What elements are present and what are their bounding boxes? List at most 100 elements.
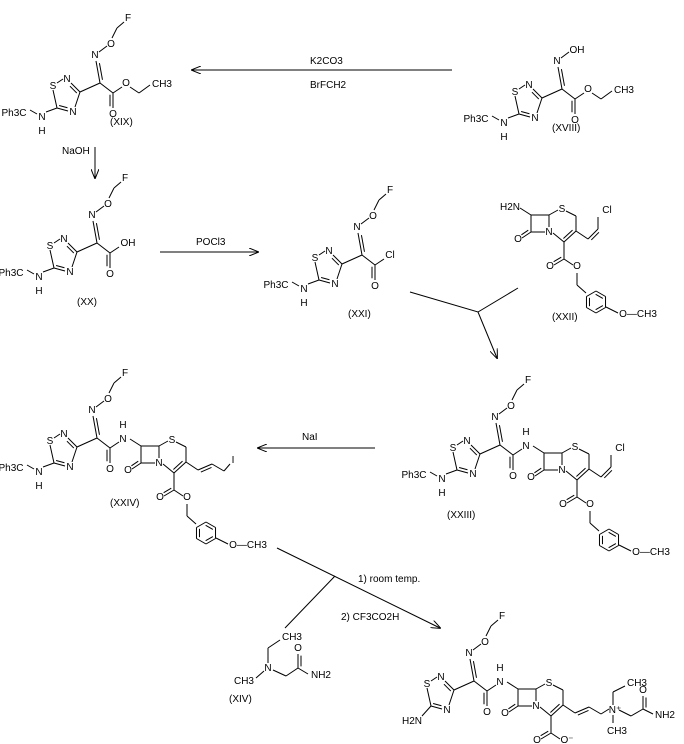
- bond: [96, 242, 111, 254]
- bond: [429, 471, 438, 477]
- reagent-nai: NaI: [302, 432, 318, 443]
- atom-label-h: H: [300, 298, 307, 309]
- double-bond: [595, 293, 604, 299]
- atom-label-n: N: [66, 462, 73, 473]
- atom-label-o: O: [573, 261, 581, 272]
- double-bond: [553, 256, 562, 263]
- bond: [285, 667, 299, 677]
- double-bond: [320, 276, 330, 281]
- bond: [42, 462, 55, 468]
- bond: [552, 232, 565, 243]
- bond: [53, 267, 66, 272]
- bond: [469, 658, 475, 682]
- bond: [600, 708, 610, 715]
- double-bond: [534, 467, 542, 474]
- arrow-coupling-merge: [409, 287, 519, 313]
- atom-label-ominus: O⁻: [560, 735, 573, 744]
- arrow-xxiv-to-product: [276, 547, 440, 628]
- labels: K2CO3 BrFCH2 NaOH POCl3 NaI 1) room temp…: [62, 56, 580, 705]
- atom-label-ph3c: Ph3C: [0, 268, 24, 279]
- bond: [421, 705, 432, 717]
- bond: [129, 438, 142, 447]
- atom-label-o: O: [106, 269, 114, 280]
- double-bond: [69, 85, 78, 94]
- double-bond: [331, 257, 340, 266]
- atom-label-o: O: [514, 234, 522, 245]
- atom-label-n: N: [325, 246, 332, 257]
- atom-label-cl: Cl: [615, 443, 624, 454]
- double-bond: [521, 229, 529, 236]
- bond: [561, 447, 572, 454]
- bond: [307, 279, 320, 285]
- bond: [255, 670, 265, 679]
- bond: [519, 207, 532, 216]
- atom-label-o: O: [483, 707, 491, 718]
- atom-label-f: F: [122, 173, 128, 184]
- double-bond: [98, 63, 103, 80]
- atom-label-n: N: [353, 222, 360, 233]
- bond: [608, 545, 619, 552]
- atom-label-s: S: [546, 678, 553, 689]
- atom-label-h: H: [496, 663, 503, 674]
- bond: [576, 468, 590, 481]
- bond: [444, 680, 455, 691]
- atom-label-ch3: CH3: [627, 678, 647, 689]
- atom-label-s: S: [50, 81, 57, 92]
- atom-label-f: F: [499, 611, 505, 622]
- double-bond: [95, 418, 100, 435]
- atom-label-s: S: [312, 253, 319, 264]
- atom-label-o: O: [106, 464, 114, 475]
- atom-label-n: N: [60, 429, 67, 440]
- bond: [553, 258, 565, 266]
- bond: [341, 254, 363, 265]
- bond: [92, 220, 98, 244]
- bond: [536, 97, 543, 114]
- compound-label-xx: (XX): [77, 297, 97, 308]
- bond: [318, 279, 331, 284]
- atom-label-n: N: [558, 465, 565, 476]
- atom-label-nh2: NH2: [311, 670, 331, 681]
- atom-label-n: N: [60, 234, 67, 245]
- bond: [267, 639, 281, 649]
- double-bond: [498, 425, 503, 442]
- bond: [95, 205, 105, 213]
- atom-label-f: F: [122, 368, 128, 379]
- atom-label-s: S: [572, 442, 579, 453]
- bond: [605, 306, 619, 314]
- reagent-brfch2: BrFCH2: [310, 80, 347, 91]
- bond: [565, 210, 577, 217]
- double-bond: [58, 104, 68, 109]
- double-bond: [55, 264, 65, 269]
- bond: [599, 528, 610, 535]
- atom-label-ph3c: Ph3C: [263, 280, 288, 291]
- double-bond: [508, 703, 516, 710]
- atom-label-n: N: [500, 118, 507, 129]
- atom-label-s: S: [559, 204, 566, 215]
- bond: [111, 27, 118, 39]
- double-bond: [531, 91, 540, 100]
- bond: [332, 254, 343, 265]
- atom-label-cl: Cl: [602, 205, 611, 216]
- bond: [205, 521, 216, 528]
- compound-label-xxii: (XXII): [552, 312, 578, 323]
- atom-label-och3: O—CH3: [619, 309, 657, 320]
- bond: [426, 687, 432, 707]
- bond: [499, 444, 514, 456]
- atom-label-n: N: [88, 210, 95, 221]
- bond: [175, 441, 187, 448]
- bond: [445, 469, 458, 475]
- double-bond: [66, 440, 75, 449]
- bond: [550, 704, 564, 717]
- bond: [291, 281, 300, 287]
- bond: [498, 407, 508, 415]
- bond: [588, 468, 602, 478]
- reagent-pocl3: POCl3: [196, 237, 226, 248]
- bond: [563, 230, 577, 243]
- double-bond: [55, 459, 65, 464]
- arrow-xiv-merge: [284, 575, 336, 629]
